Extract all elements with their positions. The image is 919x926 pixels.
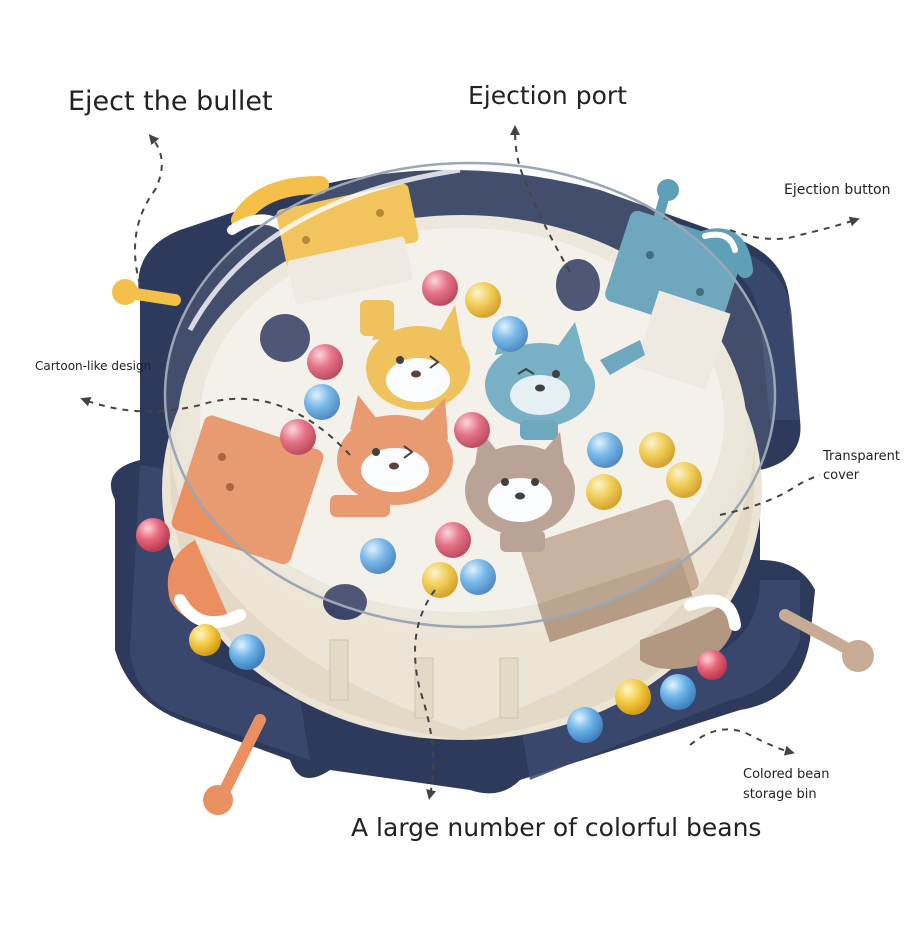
tan-dog-character [465, 430, 575, 552]
colorful-beans [136, 270, 727, 743]
bean-blue [660, 674, 696, 710]
yellow-launcher [112, 176, 419, 306]
bean-blue [492, 316, 528, 352]
bean-pink [422, 270, 458, 306]
label-transparent-line-2: cover [823, 467, 860, 483]
label-ejection-port: Ejection port [468, 81, 627, 110]
bean-pink [280, 419, 316, 455]
arrow-ejection-button [729, 216, 860, 240]
bean-pink [697, 650, 727, 680]
bean-yellow [615, 679, 651, 715]
arrow-ejection-port [510, 125, 571, 273]
bean-blue [587, 432, 623, 468]
arrow-eject-bullet [134, 134, 163, 286]
arrow-transparent-cover [719, 474, 821, 516]
bean-pink [136, 518, 170, 552]
yellow-dog-character [360, 300, 470, 410]
annotation-arrows [80, 125, 860, 800]
bean-blue [460, 559, 496, 595]
label-ejection-button: Ejection button [784, 182, 891, 198]
bean-blue [360, 538, 396, 574]
bean-yellow [189, 624, 221, 656]
teal-cat-character [485, 320, 645, 440]
bean-pink [307, 344, 343, 380]
bean-yellow [639, 432, 675, 468]
label-transparent-cover: Transparent cover [823, 448, 900, 486]
ejection-hole [556, 259, 600, 311]
bean-blue [567, 707, 603, 743]
bean-yellow [666, 462, 702, 498]
bean-blue [229, 634, 265, 670]
label-storage-line-2: storage bin [743, 786, 817, 802]
transparent-cover [163, 161, 777, 629]
orange-fox-character [330, 395, 453, 517]
bean-yellow [422, 562, 458, 598]
arrow-storage-bin [689, 728, 795, 756]
label-transparent-line-1: Transparent [823, 449, 900, 464]
label-colorful-beans: A large number of colorful beans [351, 813, 762, 842]
label-cartoon-like-design: Cartoon-like design [35, 359, 152, 373]
ejection-hole [260, 314, 310, 362]
arrow-colorful-beans [414, 589, 436, 800]
bean-blue [304, 384, 340, 420]
bean-pink [435, 522, 471, 558]
label-eject-the-bullet: Eject the bullet [68, 86, 273, 117]
arrow-cartoon-design [80, 397, 351, 456]
bean-yellow [586, 474, 622, 510]
bean-pink [454, 412, 490, 448]
label-storage-bin: Colored bean storage bin [743, 765, 830, 804]
orange-launcher [167, 415, 324, 815]
bean-yellow [465, 282, 501, 318]
label-storage-line-1: Colored bean [743, 767, 830, 782]
